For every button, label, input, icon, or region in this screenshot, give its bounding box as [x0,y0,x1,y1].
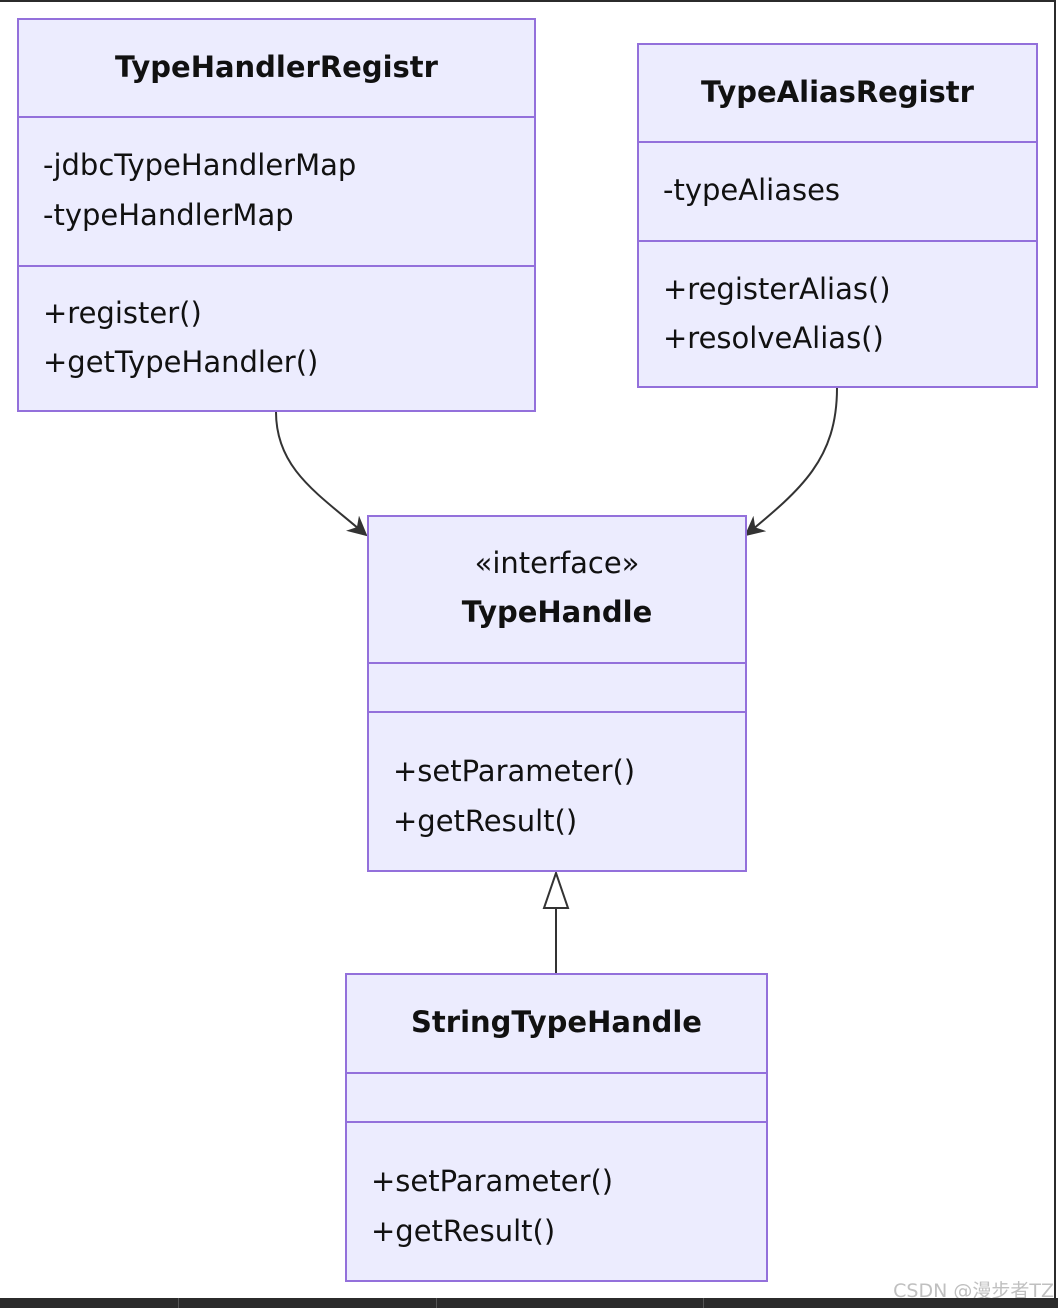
attribute: -typeAliases [663,173,841,207]
divider [369,711,745,713]
method: +setParameter() [393,754,636,788]
class-title: TypeHandlerRegistr [115,50,438,84]
divider [347,1072,766,1074]
watermark-text: CSDN @漫步者TZ [893,1280,1054,1302]
divider [347,1121,766,1123]
class-type-alias-registry: TypeAliasRegistr -typeAliases +registerA… [637,43,1038,388]
class-title: TypeAliasRegistr [701,75,974,109]
divider [639,141,1036,143]
bottom-bar [0,1298,1058,1308]
method: +getResult() [393,804,578,838]
class-title: StringTypeHandle [411,1005,702,1039]
attribute: -typeHandlerMap [43,198,294,232]
method: +registerAlias() [663,272,891,306]
divider [639,240,1036,242]
stereotype-label: «interface» [474,546,640,580]
method: +resolveAlias() [663,321,884,355]
bottom-bar-separator [436,1298,437,1308]
bottom-bar-separator [178,1298,179,1308]
class-type-handler-interface: «interface» TypeHandle +setParameter() +… [367,515,747,872]
method: +getTypeHandler() [43,345,319,379]
class-title: TypeHandle [461,595,653,629]
method: +register() [43,296,202,330]
class-type-handler-registry: TypeHandlerRegistr -jdbcTypeHandlerMap -… [17,18,536,412]
divider [19,265,534,267]
divider [19,116,534,118]
class-string-type-handler: StringTypeHandle +setParameter() +getRes… [345,973,768,1282]
divider [369,662,745,664]
method: +getResult() [371,1214,556,1248]
method: +setParameter() [371,1164,614,1198]
attribute: -jdbcTypeHandlerMap [43,148,357,182]
bottom-bar-separator [703,1298,704,1308]
